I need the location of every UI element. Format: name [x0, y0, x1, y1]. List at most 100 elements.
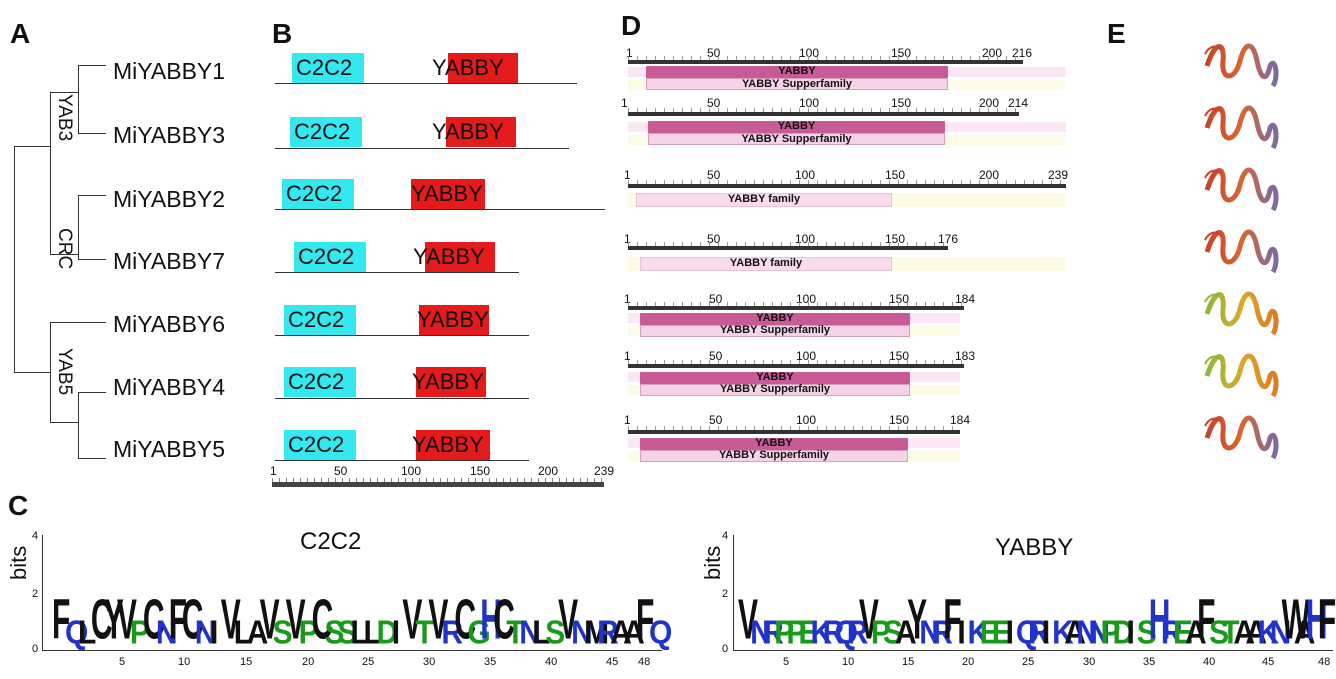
- logo-letter: D: [1112, 614, 1135, 652]
- panel-b-label: B: [272, 18, 293, 49]
- track-tick: 1: [621, 96, 628, 110]
- tree-branch: [50, 254, 78, 255]
- gene-label: MiYABBY2: [113, 186, 226, 212]
- c2c2-label: C2C2: [288, 369, 345, 394]
- logo-letter: T: [415, 614, 434, 652]
- logo-letter: I: [391, 614, 401, 652]
- scale-tick-label: 1: [270, 464, 277, 478]
- track-ticks: [628, 360, 964, 364]
- logo-letter: L: [350, 614, 369, 652]
- logo-ylabel: bits: [6, 546, 32, 580]
- protein-structure-1: [1204, 43, 1279, 88]
- domain-family-bar: [648, 133, 945, 145]
- logo-letter: N: [519, 614, 541, 652]
- yabby-domain: YABBY: [432, 117, 516, 147]
- domain-hit-bar: [648, 121, 945, 133]
- logo-letter: F: [168, 589, 188, 652]
- track-tick: 150: [891, 96, 912, 110]
- scale-bar: [272, 482, 604, 487]
- logo-letter: W: [1281, 589, 1310, 652]
- logo-letter: R: [441, 614, 464, 652]
- track-tick: 100: [796, 413, 817, 427]
- tree-branch: [14, 146, 15, 372]
- logo-letter: E: [991, 614, 1012, 652]
- logo-letter: A: [1245, 614, 1268, 652]
- gene-label: MiYABBY6: [113, 311, 226, 337]
- logo-letter: Q: [834, 614, 858, 652]
- logo-letter: P: [298, 614, 319, 652]
- logo-letter: Y: [907, 589, 928, 652]
- panel-e-label: E: [1107, 18, 1126, 49]
- logo-letter: Q: [649, 614, 673, 652]
- c2c2-domain: C2C2: [284, 430, 356, 460]
- logo-letter: A: [1293, 614, 1316, 652]
- logo-xtick: 35: [1143, 656, 1156, 668]
- track-tick: 50: [709, 349, 723, 363]
- domain-family-label: YABBY Supperfamily: [741, 78, 853, 90]
- tree-branch: [50, 422, 78, 423]
- domain-family-bar: [640, 384, 910, 396]
- logo-letter: R: [1160, 614, 1183, 652]
- logo-letter: S: [882, 614, 903, 652]
- yabby-label: YABBY: [432, 55, 504, 80]
- domain-family-label: YABBY Supperfamily: [718, 449, 830, 461]
- logo-letter: N: [194, 614, 217, 652]
- c2c2-label: C2C2: [296, 55, 353, 80]
- logo-letter: A: [246, 614, 269, 652]
- track-tick: 50: [707, 96, 721, 110]
- track-tick: 100: [799, 96, 820, 110]
- logo-xtick: 45: [1262, 656, 1275, 668]
- logo-letter: I: [957, 614, 966, 652]
- logo-letter: P: [1100, 614, 1121, 652]
- domain-hit-bar: [640, 313, 910, 325]
- logo-letter: F: [1317, 589, 1336, 652]
- c2c2-label: C2C2: [288, 307, 345, 332]
- tree-branch: [50, 92, 51, 254]
- logo-letter: L: [233, 614, 253, 652]
- protein-structure-5: [1204, 291, 1279, 336]
- domain-hit-bar: [646, 66, 948, 78]
- yabby-label: YABBY: [417, 307, 489, 332]
- domain-hit-label: YABBY: [756, 312, 794, 324]
- tree-branch: [14, 372, 50, 373]
- domain-hit-label: YABBY: [756, 371, 794, 383]
- logo-xtick: 10: [178, 656, 191, 668]
- logo-letter: V: [858, 589, 879, 652]
- track-bar: [628, 60, 1023, 64]
- domain-family-label: YABBY Supperfamily: [719, 324, 831, 336]
- logo-xtick: 45: [606, 656, 619, 668]
- yabby-domain: YABBY: [432, 53, 518, 83]
- protein-line: [275, 148, 569, 149]
- track-tick: 150: [885, 168, 906, 182]
- logo-letter: T: [1221, 614, 1240, 652]
- logo-letter: A: [1185, 614, 1207, 652]
- c2c2-label: C2C2: [298, 244, 355, 269]
- track-tick: 150: [889, 349, 910, 363]
- logo-x-axis: [733, 650, 1333, 651]
- logo-letter: K: [1052, 614, 1074, 652]
- logo-letter: N: [1088, 614, 1111, 652]
- logo-letter: F: [1197, 589, 1216, 652]
- protein-structure-images: [1204, 43, 1279, 460]
- track-ticks: [628, 108, 1019, 112]
- c2c2-domain: C2C2: [290, 117, 362, 147]
- domain-hit-label: YABBY: [777, 120, 816, 132]
- logo-letter: H: [1148, 589, 1171, 652]
- domain-family-bar: [636, 193, 892, 207]
- logo-ytick: 2: [32, 588, 39, 600]
- logo-y-axis: [733, 535, 734, 651]
- tree-branch: [78, 259, 106, 260]
- tree-branch: [50, 92, 78, 93]
- protein-structure-4: [1204, 229, 1279, 274]
- domain-family-bar: [640, 450, 908, 462]
- c2c2-label: C2C2: [288, 432, 345, 457]
- logo-letter: R: [1027, 614, 1050, 652]
- gene-label: MiYABBY1: [113, 58, 226, 84]
- logo-letter: E: [1172, 614, 1193, 652]
- logo-letter: Y: [103, 589, 124, 652]
- gene-label: MiYABBY4: [113, 374, 226, 400]
- logo-letter: A: [623, 614, 645, 652]
- tree-branch: [50, 322, 51, 422]
- logo-letter: S: [1136, 614, 1157, 652]
- track-tick: 1: [624, 292, 631, 306]
